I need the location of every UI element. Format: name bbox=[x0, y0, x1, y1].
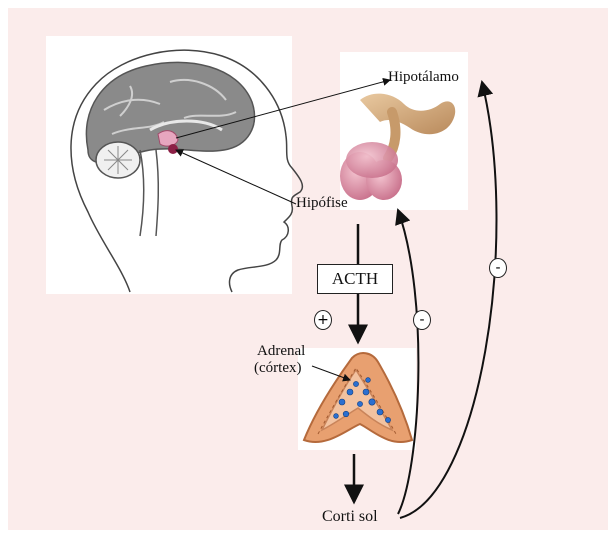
label-adrenal: Adrenal bbox=[257, 343, 305, 360]
label-hipofise: Hipófise bbox=[296, 195, 348, 212]
acth-box: ACTH bbox=[317, 264, 393, 294]
label-cortisol: Corti sol bbox=[322, 508, 378, 526]
feedback-sign-plus: + bbox=[314, 310, 332, 330]
adrenal-illustration bbox=[298, 348, 416, 450]
feedback-sign-minus-inner: - bbox=[413, 310, 431, 330]
label-hipotalamo: Hipotálamo bbox=[388, 69, 459, 86]
acth-label: ACTH bbox=[332, 269, 378, 289]
head-brain-illustration bbox=[46, 36, 302, 294]
label-adrenal-cortex: (córtex) bbox=[254, 360, 301, 377]
feedback-sign-minus-outer: - bbox=[489, 258, 507, 278]
